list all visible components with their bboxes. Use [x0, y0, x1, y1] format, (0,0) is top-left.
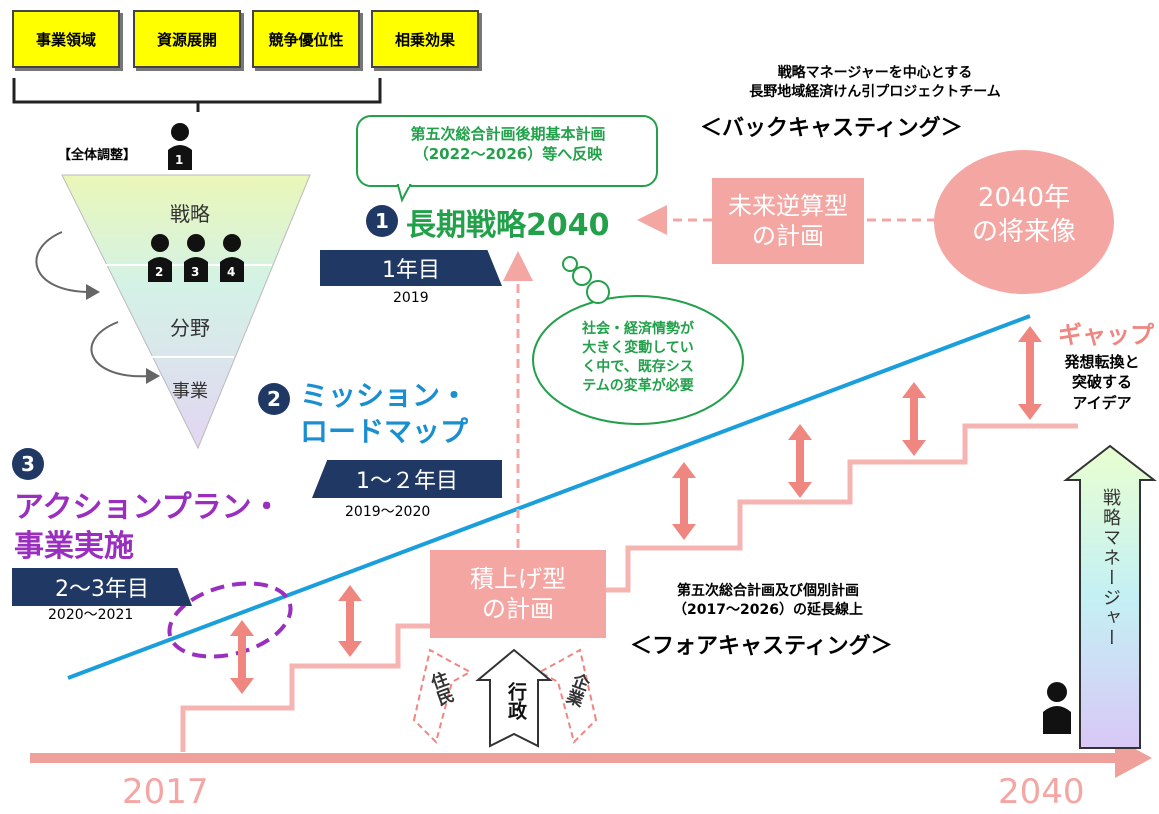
staircase	[180, 423, 1078, 752]
future-plan-box: 未来逆算型 の計画	[712, 178, 864, 264]
gov-arrow	[475, 648, 553, 748]
forecasting-label: ＜フォアキャスティング＞	[630, 634, 893, 659]
stacked-plan-box: 積上げ型 の計画	[430, 550, 606, 638]
funnel-strategy: 戦略	[170, 202, 210, 226]
actor-arrows	[412, 648, 598, 744]
top-box-competitive-advantage: 競争優位性	[252, 10, 360, 68]
gap-arrows	[230, 326, 1042, 694]
funnel-field: 分野	[170, 316, 210, 340]
forecast-note: 第五次総合計画及び個別計画 （2017～2026）の延長線上	[673, 583, 863, 618]
trend-line	[67, 314, 1031, 680]
step3-title: アクションプラン・ 事業実施	[14, 490, 282, 564]
person-icon	[148, 123, 1071, 734]
curve-arrow-icon	[90, 321, 151, 378]
top-box-synergy: 相乗効果	[371, 10, 479, 68]
time-axis	[30, 753, 1120, 763]
vision-circle	[934, 150, 1114, 294]
vision-2040-text: 2040年 の将来像	[971, 183, 1076, 247]
person-number: 2	[155, 265, 164, 279]
person-number: 4	[227, 265, 236, 279]
step2-year: 2019～2020	[345, 504, 431, 520]
overall-adjust-label: 【全体調整】	[58, 148, 137, 163]
thought-cloud	[532, 256, 744, 425]
step2-title: ミッション・ ロードマップ	[300, 379, 469, 449]
step1-year: 2019	[393, 290, 429, 306]
top-brace	[12, 78, 382, 112]
step1-number: 1	[366, 205, 398, 237]
callout-box	[356, 115, 658, 187]
step3-badge: 2～3年目	[12, 568, 192, 606]
actor-government: 行政	[505, 682, 527, 720]
step1-badge: 1年目	[320, 250, 502, 286]
gap-label: ギャップ	[1058, 321, 1154, 349]
axis-end-year: 2040	[998, 772, 1085, 812]
idea-label: 発想転換と 突破する アイデア	[1064, 353, 1140, 412]
step3-number: 3	[12, 448, 44, 480]
step2-number: 2	[258, 383, 290, 415]
top-box-business-domain: 事業領域	[12, 10, 120, 68]
step3-year: 2020～2021	[48, 607, 134, 623]
curve-arrow-icon	[35, 231, 91, 293]
step1-title: 長期戦略2040	[406, 208, 610, 243]
backcasting-label: ＜バックキャスティング＞	[700, 116, 963, 141]
funnel-project: 事業	[172, 381, 208, 402]
manager-arrow-label: 戦略マネージャー	[1100, 488, 1121, 648]
top-box-resource-deployment: 資源展開	[133, 10, 241, 68]
person-number: 3	[191, 265, 200, 279]
person-number: 1	[175, 153, 184, 167]
manager-arrow	[1063, 444, 1157, 749]
thought-cloud-text: 社会・経済情勢が 大きく変動してい く中で、既存シス テムの変革が必要	[582, 321, 694, 394]
team-description: 戦略マネージャーを中心とする 長野地域経済けん引プロジェクトチーム	[749, 65, 1001, 100]
callout-text: 第五次総合計画後期基本計画 （2022～2026）等へ反映	[410, 125, 606, 164]
funnel	[61, 174, 311, 450]
axis-start-year: 2017	[122, 772, 209, 812]
step2-badge: 1～２年目	[312, 460, 502, 498]
